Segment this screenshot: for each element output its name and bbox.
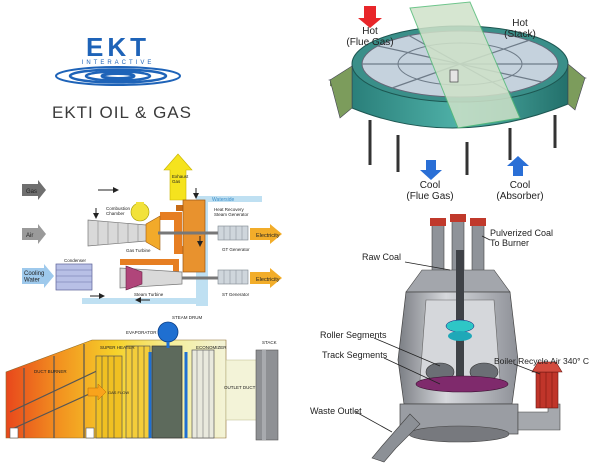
label-gas: Gas <box>26 189 37 195</box>
label-gt-generator: GT Generator <box>222 247 250 252</box>
exhaust-arrow-icon <box>163 153 193 201</box>
water-input-arrow-icon <box>22 264 54 288</box>
label-outlet-duct: OUTLET DUCT <box>224 385 256 390</box>
label-st-generator: ST Generator <box>222 292 250 297</box>
label-evaporator: EVAPORATOR <box>126 330 157 335</box>
label-cool-flue-gas: Cool(Flue Gas) <box>406 180 453 202</box>
label-steam-turbine: Steam Turbine <box>134 292 164 297</box>
label-condenser: Condenser <box>64 258 87 263</box>
electricity-arrow-2-icon <box>250 268 282 288</box>
label-raw-coal: Raw Coal <box>362 252 401 262</box>
logo-subtext: INTERACTIVE <box>82 60 155 66</box>
label-super-heater: SUPER HEATER <box>100 345 135 350</box>
electricity-arrow-1-icon <box>250 224 282 244</box>
logo-text: EKT <box>86 32 150 62</box>
label-waterside: Waterside <box>212 197 235 203</box>
ripple-icon <box>55 66 181 86</box>
label-waste-outlet: Waste Outlet <box>310 406 362 416</box>
labels-layer: Hot(Flue Gas) Hot(Stack) Cool(Flue Gas) … <box>24 18 589 416</box>
air-input-arrow-icon <box>22 224 46 244</box>
steam-drum-icon <box>157 321 179 343</box>
label-cool-absorber: Cool(Absorber) <box>496 180 543 202</box>
gas-input-arrow-icon <box>22 180 46 200</box>
label-boiler-recycle-air: Boiler Recycle Air 340° C <box>494 356 589 366</box>
label-hot-flue-gas: Hot(Flue Gas) <box>346 26 393 48</box>
label-gas-flow: GAS FLOW <box>108 390 129 395</box>
hrsg-diagram <box>5 321 279 441</box>
cool-absorber-arrow-icon <box>507 156 529 176</box>
combined-cycle-diagram <box>22 153 282 306</box>
cool-flue-arrow-icon <box>420 160 442 180</box>
label-economizer: ECONOMIZER <box>196 345 227 350</box>
label-duct-burner: DUCT BURNER <box>34 369 67 374</box>
label-roller-segments: Roller Segments <box>320 330 387 340</box>
label-steam-drum: STEAM DRUM <box>172 315 203 320</box>
label-gas-turbine: Gas Turbine <box>126 248 151 253</box>
label-stack: STACK <box>262 340 277 345</box>
coal-pulverizer-mill <box>355 214 563 463</box>
company-name: EKTI OIL & GAS <box>52 103 192 122</box>
label-track-segments: Track Segments <box>322 350 388 360</box>
rotary-heat-exchanger <box>328 1 587 180</box>
label-electricity-1: Electricity <box>256 233 280 239</box>
company-logo: EKT INTERACTIVE <box>55 32 181 86</box>
label-electricity-2: Electricity <box>256 277 280 283</box>
label-air: Air <box>26 233 33 239</box>
hot-flue-arrow-icon <box>358 6 382 28</box>
gas-flow-arrow-icon <box>87 383 107 401</box>
label-hot-stack: Hot(Stack) <box>504 18 536 40</box>
